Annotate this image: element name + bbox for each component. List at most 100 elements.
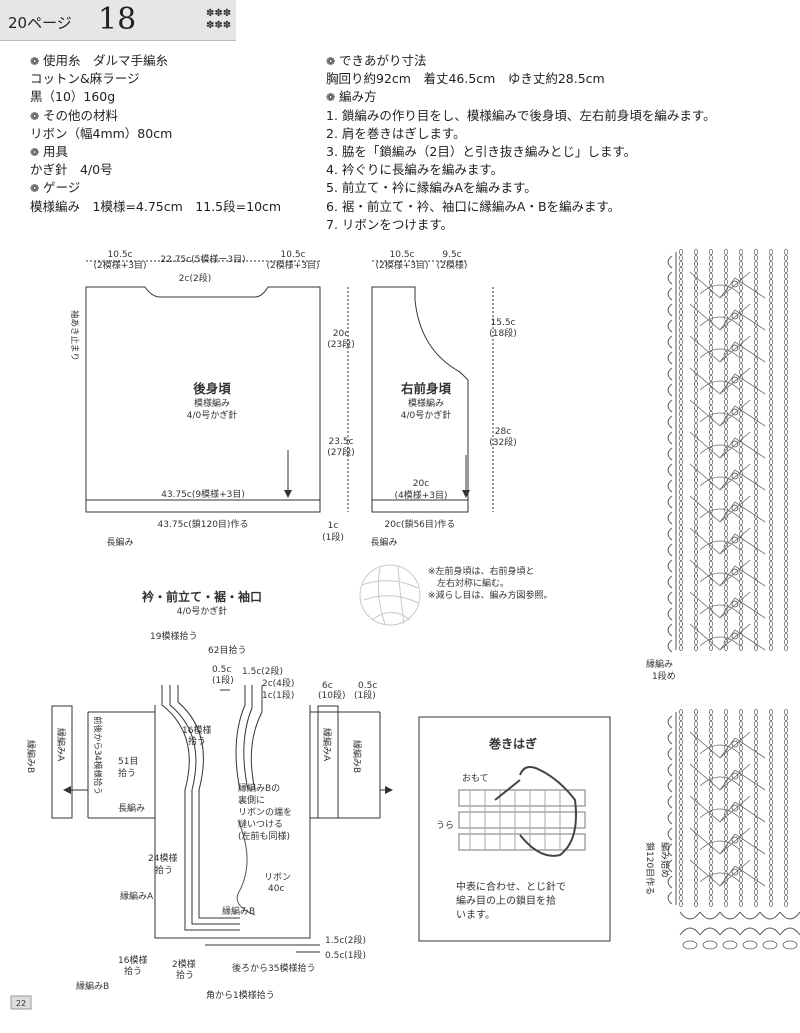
- svg-text:模様編み: 模様編み: [408, 397, 444, 409]
- stitch-chart-lower: [667, 709, 800, 950]
- dim-2: 2c(4段): [262, 677, 294, 689]
- front-body-diagram: [371, 260, 494, 513]
- dim-05b: 0.5c: [358, 681, 377, 691]
- svg-text:拾う: 拾う: [155, 864, 173, 876]
- whip-title: 巻きはぎ: [488, 736, 537, 751]
- back-body-diagram: [85, 260, 349, 513]
- svg-text:(2模様+3目): (2模様+3目): [266, 259, 319, 271]
- front-width-left: 10.5c: [390, 250, 415, 260]
- svg-text:(左前も同様): (左前も同様): [238, 830, 290, 842]
- svg-text:4/0号かぎ針: 4/0号かぎ針: [187, 409, 238, 421]
- footer-page-mark: 22: [10, 995, 32, 1010]
- page-label: 20ページ: [8, 14, 72, 32]
- page-header: 20ページ 18: [0, 0, 236, 41]
- whip-desc-3: います。: [456, 909, 495, 921]
- cuff-right-b-label: 縁編みB: [351, 740, 363, 773]
- front-height-neck: 15.5c: [491, 318, 516, 328]
- pick-corner: 角から1模様拾う: [206, 989, 275, 1001]
- svg-text:(32段): (32段): [489, 436, 516, 448]
- front-width-inner: 20c: [413, 479, 429, 489]
- pick-34: 前後から34模様拾う: [92, 716, 103, 795]
- svg-text:リボンの端を: リボンの端を: [238, 806, 292, 818]
- pick-51: 51目: [118, 756, 138, 767]
- cuff-right-label: 縁編みA: [321, 728, 333, 762]
- flower-bullet-icon: ❁: [326, 55, 336, 68]
- cuff-left-label: 縁編みA: [55, 728, 67, 762]
- svg-text:4/0号かぎ針: 4/0号かぎ針: [401, 409, 452, 421]
- back-neck: 2c(2段): [179, 272, 211, 284]
- step-4: 4. 衿ぐりに長編みを編みます。: [326, 162, 504, 178]
- back-long-stitch: 長編み: [106, 536, 133, 548]
- ribbon-length: 40c: [268, 884, 284, 894]
- back-width-left: 10.5c: [108, 250, 133, 260]
- svg-text:縫いつける: 縫いつける: [238, 818, 283, 830]
- pick-19: 19模様拾う: [150, 630, 197, 642]
- svg-text:(18段): (18段): [489, 327, 516, 339]
- svg-text:4/0号かぎ針: 4/0号かぎ針: [177, 605, 228, 617]
- edge-b-bottom: 縁編みB: [76, 980, 109, 992]
- svg-text:拾う: 拾う: [176, 969, 194, 981]
- dim-15b: 1.5c(2段): [325, 934, 366, 946]
- pick-24: 24模様: [148, 852, 177, 864]
- svg-text:(4模様+3目): (4模様+3目): [394, 489, 447, 501]
- back-height-upper: 20c: [333, 329, 349, 339]
- front-height-total: 28c: [495, 427, 511, 437]
- flower-bullet-icon: ❁: [30, 55, 40, 68]
- front-width-right: 9.5c: [442, 250, 461, 260]
- dim-05c: 0.5c(1段): [325, 949, 366, 961]
- chart-edge-label: 縁編み: [646, 658, 673, 670]
- dim-05a: 0.5c: [212, 665, 231, 675]
- border-diagram: [51, 685, 393, 953]
- yarn-ball-logo: [359, 564, 421, 626]
- whip-desc-1: 中表に合わせ、とじ針で: [456, 880, 566, 893]
- dim-1: 1c(1段): [262, 689, 294, 701]
- svg-text:(23段): (23段): [327, 338, 354, 350]
- flower-bullet-icon: ❁: [326, 91, 336, 105]
- step-7: 7. リボンをつけます。: [326, 216, 454, 232]
- edge-b-label: 縁編みB: [222, 905, 255, 917]
- chart-start-label: 編み始め: [659, 842, 671, 878]
- step-5: 5. 前立て・衿に縁編みAを編みます。: [326, 180, 537, 196]
- flower-bullet-icon: ❁: [30, 145, 40, 159]
- dim-6: 6c: [322, 681, 333, 691]
- svg-text:裏側に: 裏側に: [238, 794, 265, 806]
- svg-text:拾う: 拾う: [124, 965, 142, 977]
- pattern-number: 18: [98, 2, 137, 37]
- stitch-chart-upper: [667, 249, 788, 653]
- front-title: 右前身頃: [400, 381, 452, 396]
- step-3: 3. 脇を「鎖編み（2目）と引き抜き編みとじ」します。: [326, 143, 637, 159]
- whip-front-label: おもて: [462, 773, 489, 784]
- pick-16b: 16模様: [118, 954, 147, 966]
- svg-text:(1段): (1段): [354, 689, 376, 701]
- edge-a-label: 縁編みA: [120, 890, 154, 902]
- dim-15a: 1.5c(2段): [242, 665, 283, 677]
- flower-bullet-icon: ❁: [30, 109, 40, 123]
- instructions-block: ❁できあがり寸法 胸回り約92cm 着丈46.5cm ゆき丈約28.5cm ❁編…: [326, 52, 716, 234]
- materials-block: ❁使用糸 ダルマ手編糸 コットン&麻ラージ 黒（10）160g ❁その他の材料 …: [30, 53, 282, 214]
- front-long-stitch: 長編み: [370, 536, 397, 548]
- step-2: 2. 肩を巻きはぎします。: [326, 125, 466, 141]
- front-width-base: 20c(鎖56目)作る: [385, 518, 456, 530]
- back-height-base: 1c: [328, 521, 339, 531]
- border-long-stitch: 長編み: [118, 802, 145, 814]
- whip-desc-2: 編み目の上の鎖目を拾: [456, 894, 556, 907]
- step-1: 1. 鎖編みの作り目をし、模様編みで後身頃、左右前身頃を編みます。: [326, 107, 716, 123]
- difficulty-stars: ✽✽✽ ✽✽✽: [206, 8, 232, 31]
- front-note-3: ※減らし目は、編み方図参照。: [428, 589, 553, 601]
- svg-text:(2模様): (2模様): [437, 259, 468, 271]
- stitch-chart: [667, 249, 800, 950]
- back-width-base: 43.75c(鎖120目)作る: [158, 518, 249, 530]
- svg-text:(10段): (10段): [318, 689, 345, 701]
- pick-62: 62目拾う: [208, 644, 246, 656]
- pick-35: 後ろから35模様拾う: [232, 962, 315, 974]
- back-width-mid: 22.75c(5模様ー3目): [160, 253, 245, 265]
- ribbon-note-1: 縁編みBの: [238, 782, 280, 794]
- front-note-1: ※左前身頃は、右前身頃と: [428, 565, 535, 577]
- svg-text:(1段): (1段): [322, 531, 344, 543]
- svg-text:拾う: 拾う: [118, 767, 136, 779]
- svg-text:1段め: 1段め: [652, 670, 676, 682]
- back-height-lower: 23.5c: [329, 437, 354, 447]
- svg-text:(1段): (1段): [212, 674, 234, 686]
- flower-bullet-icon: ❁: [30, 182, 40, 196]
